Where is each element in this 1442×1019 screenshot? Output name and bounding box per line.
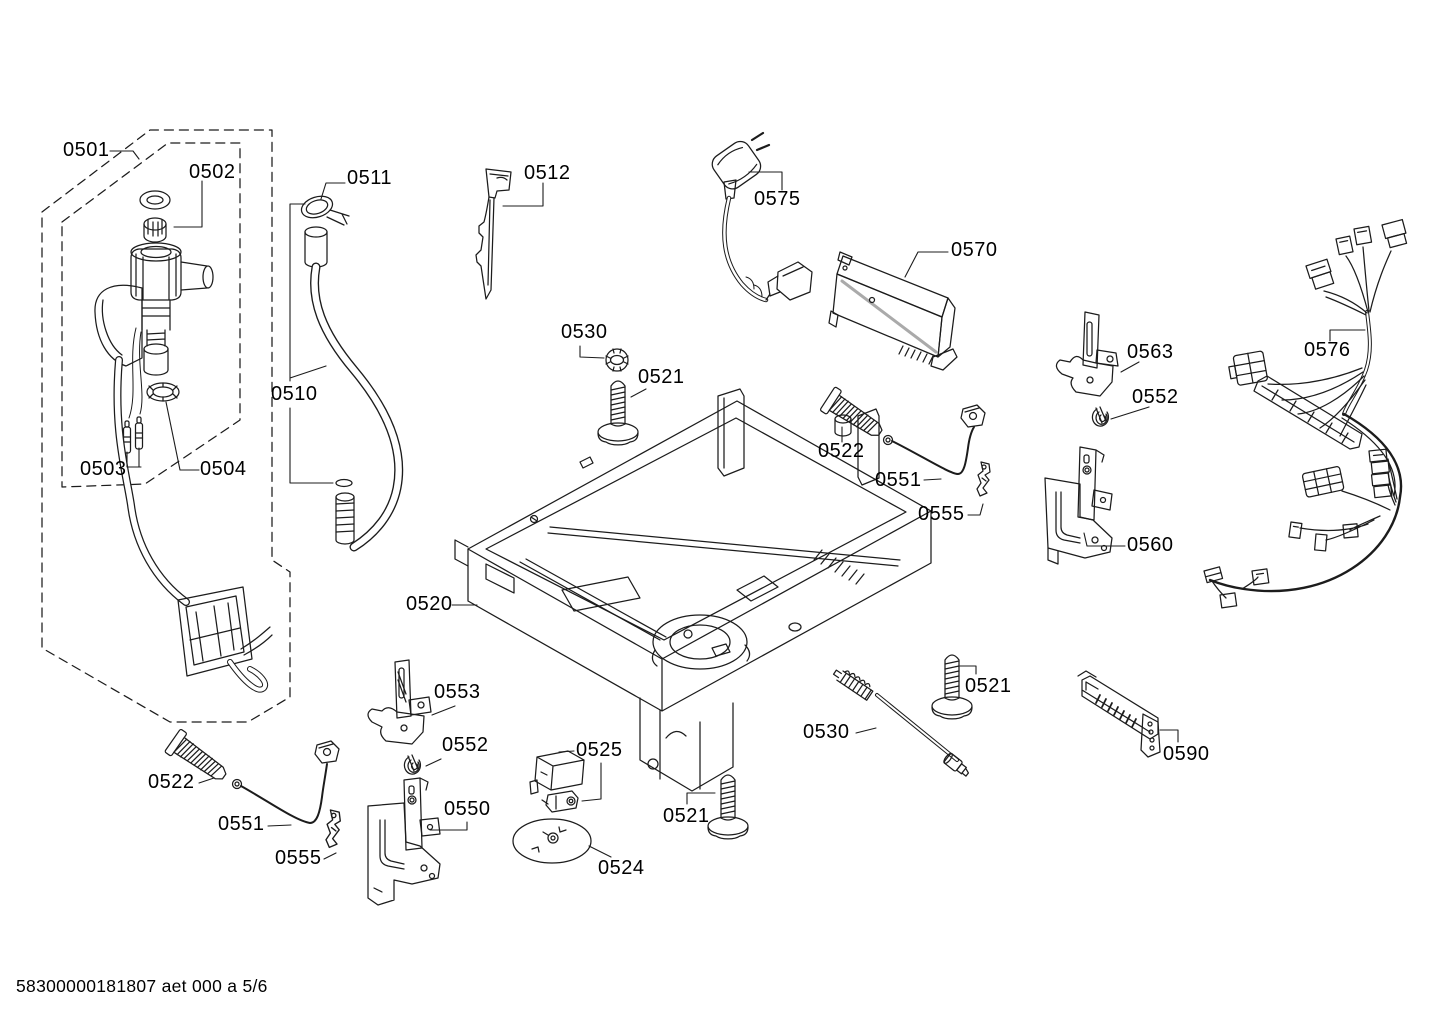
aquastop-valve-drawing xyxy=(94,190,273,693)
spring-right-drawing xyxy=(819,385,889,446)
power-cord-drawing xyxy=(711,131,813,303)
clip-left-drawing xyxy=(325,809,341,849)
part-label-0530-top: 0530 xyxy=(561,321,608,343)
part-label-0521-center: 0521 xyxy=(663,805,710,827)
part-label-0530-bottom: 0530 xyxy=(803,721,850,743)
rail-0590-drawing xyxy=(1077,670,1161,758)
part-label-0563: 0563 xyxy=(1127,341,1174,363)
clip-0552-right-drawing xyxy=(1091,406,1110,427)
part-label-0552-right: 0552 xyxy=(1132,386,1179,408)
switch-0525-drawing xyxy=(529,750,585,813)
leveling-screw-top-drawing xyxy=(597,348,639,446)
part-label-0555-right: 0555 xyxy=(918,503,965,525)
part-label-0521-right: 0521 xyxy=(965,675,1012,697)
document-number: 58300000181807 aet 000 a 5/6 xyxy=(16,976,268,996)
part-label-0550: 0550 xyxy=(444,798,491,820)
part-label-0522-left: 0522 xyxy=(148,771,195,793)
callout-leader-lines xyxy=(109,150,1366,860)
part-label-0524: 0524 xyxy=(598,857,645,879)
part-label-0553: 0553 xyxy=(434,681,481,703)
part-label-0522-right: 0522 xyxy=(818,440,865,462)
control-module-drawing xyxy=(828,251,958,371)
cable-left-drawing xyxy=(231,740,340,824)
part-label-0501: 0501 xyxy=(63,139,110,161)
adjusting-rod-drawing xyxy=(832,669,970,777)
aquastop-dashed-outline xyxy=(41,129,291,723)
disc-0524-drawing xyxy=(512,818,592,864)
part-label-0521-top: 0521 xyxy=(638,366,685,388)
part-label-0503: 0503 xyxy=(80,458,127,480)
part-label-0525: 0525 xyxy=(576,739,623,761)
bracket-0560-drawing xyxy=(1044,446,1113,565)
part-label-0551-right: 0551 xyxy=(875,469,922,491)
base-frame-drawing xyxy=(454,388,932,792)
part-label-0555-left: 0555 xyxy=(275,847,322,869)
bracket-0550-drawing xyxy=(367,777,441,906)
part-label-0510: 0510 xyxy=(271,383,318,405)
part-label-0551-left: 0551 xyxy=(218,813,265,835)
part-label-0520: 0520 xyxy=(406,593,453,615)
clip-right-drawing xyxy=(976,461,991,497)
bracket-0512-drawing xyxy=(475,168,512,300)
inlet-hose-drawing xyxy=(300,195,404,552)
part-label-0512: 0512 xyxy=(524,162,571,184)
leveling-screw-center-drawing xyxy=(707,774,749,840)
part-label-0570: 0570 xyxy=(951,239,998,261)
part-label-0590: 0590 xyxy=(1163,743,1210,765)
part-label-0575: 0575 xyxy=(754,188,801,210)
bracket-0553-drawing xyxy=(367,659,432,745)
part-label-0552-left: 0552 xyxy=(442,734,489,756)
cable-right-drawing xyxy=(882,404,986,475)
clip-0552-left-drawing xyxy=(403,754,422,775)
part-label-0504: 0504 xyxy=(200,458,247,480)
part-label-0576: 0576 xyxy=(1304,339,1351,361)
part-label-0560: 0560 xyxy=(1127,534,1174,556)
bracket-0563-drawing xyxy=(1055,311,1119,397)
harness-drawing xyxy=(1203,218,1408,609)
part-label-0511: 0511 xyxy=(347,167,393,189)
part-label-0502: 0502 xyxy=(189,161,236,183)
